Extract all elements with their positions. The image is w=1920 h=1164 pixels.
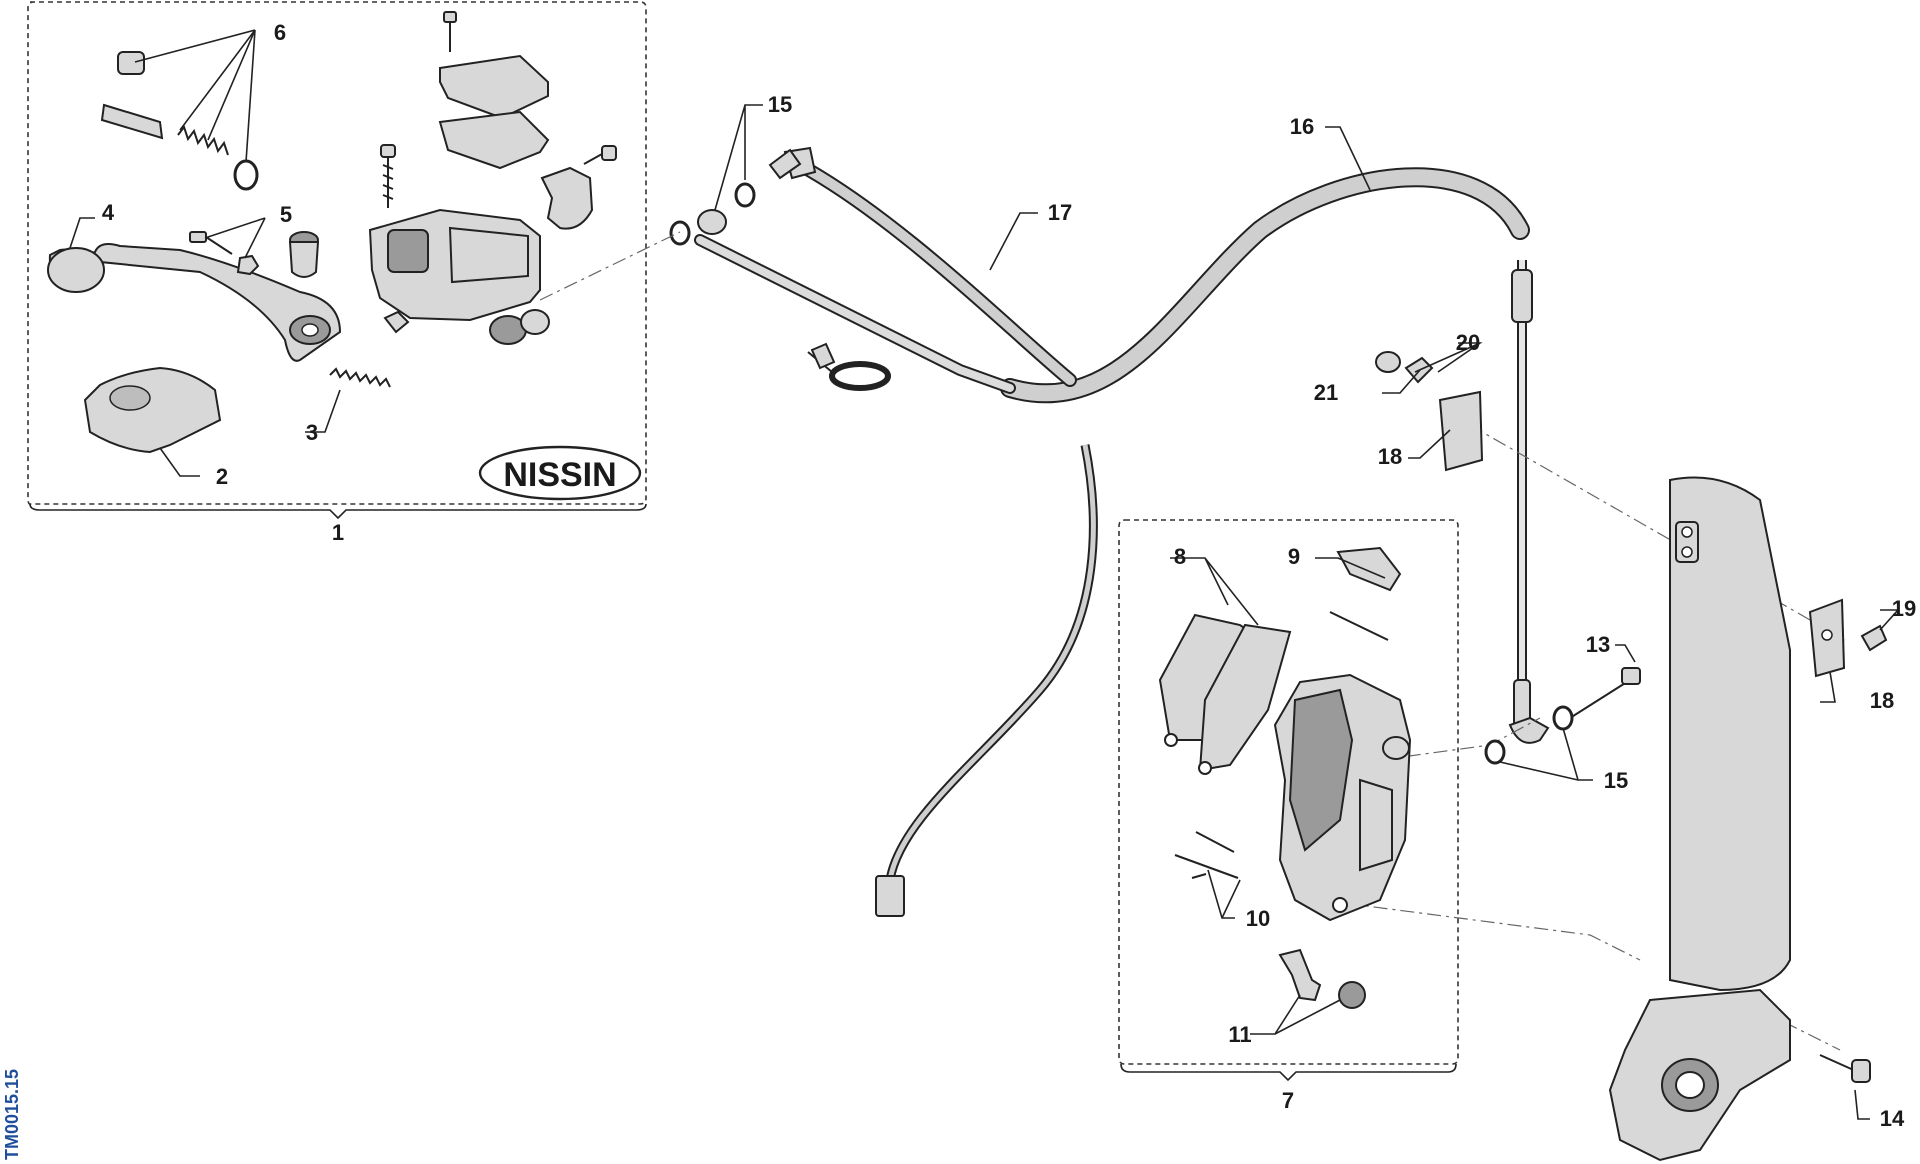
callout-15-bottom: 15 xyxy=(1604,768,1628,793)
connector-icon xyxy=(875,875,905,917)
callout-11: 11 xyxy=(1228,1022,1251,1047)
brake-hose-icon xyxy=(1000,167,1530,404)
callout-8: 8 xyxy=(1174,544,1186,569)
drawing-code: TM0015.15 xyxy=(2,1069,22,1160)
cable-clamp-icon xyxy=(807,342,891,391)
pad-pin-icon xyxy=(1174,831,1239,879)
caliper-icon xyxy=(1273,673,1412,922)
nissin-logo: NISSIN xyxy=(478,445,642,501)
master-cylinder-icon xyxy=(368,208,550,345)
callout-20: 20 xyxy=(1456,330,1480,355)
piston-kit-icon xyxy=(100,51,259,191)
bushing-icon xyxy=(288,231,320,278)
callout-3: 3 xyxy=(306,420,318,445)
callout-5: 5 xyxy=(280,202,292,227)
callout-10: 10 xyxy=(1246,906,1270,931)
bolt-icon xyxy=(189,231,260,276)
washer-icon xyxy=(669,148,802,246)
kit-1-bracket xyxy=(29,503,647,520)
callout-17: 17 xyxy=(1048,200,1072,225)
callout-19: 19 xyxy=(1892,596,1916,621)
callout-leaders xyxy=(69,29,1900,1120)
callout-6: 6 xyxy=(274,20,286,45)
spring-icon xyxy=(329,367,391,388)
kit-7-outline xyxy=(1118,519,1459,1065)
hose-bracket-icon xyxy=(1438,390,1846,678)
callout-4: 4 xyxy=(102,200,115,225)
callout-13: 13 xyxy=(1586,632,1610,657)
brake-pad-icon xyxy=(1158,613,1292,775)
reservoir-cover-icon xyxy=(438,54,550,170)
callout-18-right: 18 xyxy=(1870,688,1894,713)
handlebar-clamp-icon xyxy=(540,145,617,230)
callout-15-top: 15 xyxy=(768,92,792,117)
pad-spring-icon xyxy=(1329,546,1402,641)
callout-16: 16 xyxy=(1290,114,1314,139)
svg-text:NISSIN: NISSIN xyxy=(503,456,616,494)
callout-14: 14 xyxy=(1880,1106,1905,1131)
callout-21: 21 xyxy=(1314,380,1338,405)
dust-boot-icon xyxy=(83,366,222,454)
callout-2: 2 xyxy=(216,464,228,489)
fork-leg-icon xyxy=(1608,476,1791,1162)
screw-icon xyxy=(380,11,457,208)
lever-icon xyxy=(47,243,342,362)
callout-9: 9 xyxy=(1288,544,1300,569)
hose-fitting-icon xyxy=(1511,269,1533,323)
bleed-screw-icon xyxy=(1278,948,1366,1009)
callout-7: 7 xyxy=(1282,1088,1294,1113)
kit-7-bracket xyxy=(1120,1063,1457,1082)
kit-1-outline xyxy=(27,1,647,505)
callout-1: 1 xyxy=(332,520,344,545)
callout-18-left: 18 xyxy=(1378,444,1402,469)
